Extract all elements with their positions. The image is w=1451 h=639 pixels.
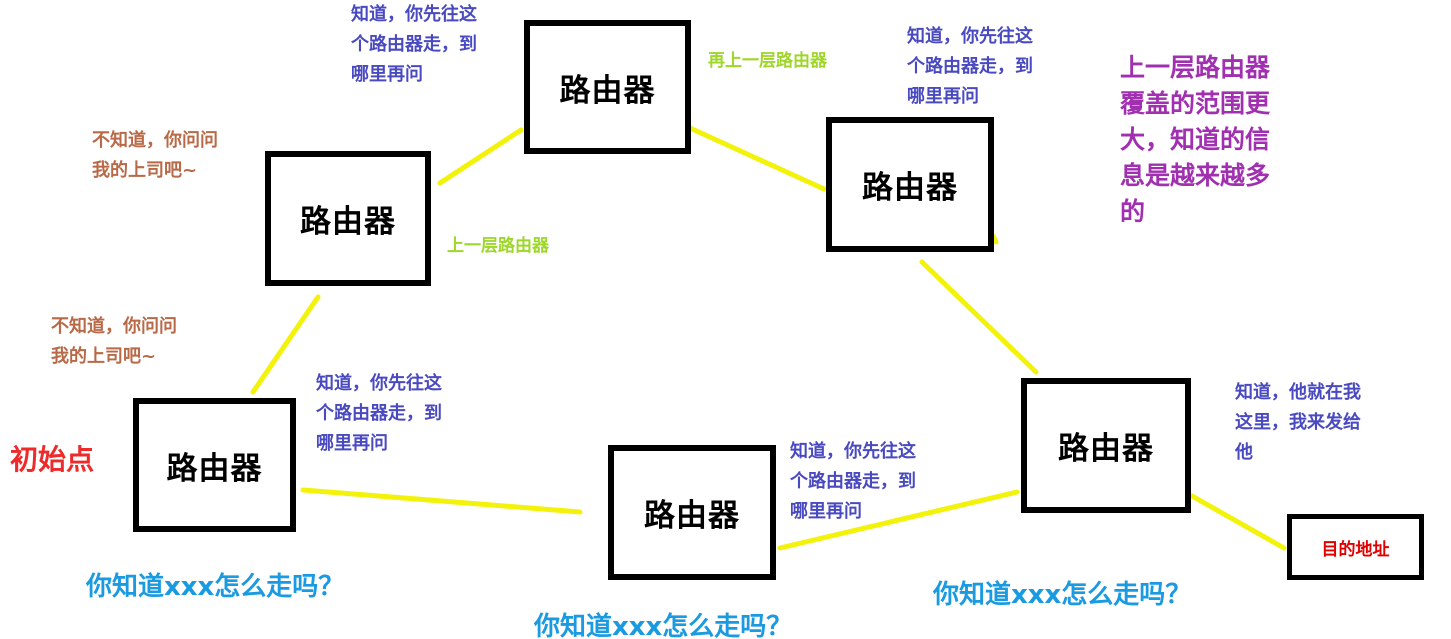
label-upper-layer: 上一层路由器 [447,236,549,256]
message-forward-top: 知道，你先往这 个路由器走，到 哪里再问 [351,4,477,85]
router-start: 路由器 [133,398,296,532]
link-lower-middle-to-lower-right [777,489,1020,551]
destination-label: 目的地址 [1321,539,1390,560]
router-lower-right: 路由器 [1021,378,1191,513]
destination-box: 目的地址 [1287,514,1424,580]
side-note: 上一层路由器 覆盖的范围更 大，知道的信 息是越来越多 的 [1120,53,1271,226]
message-ask-boss-upper: 不知道，你问问 我的上司吧~ [92,130,218,181]
message-forward-start: 知道，你先往这 个路由器走，到 哪里再问 [316,373,442,454]
link-start-to-upper-left [250,294,321,395]
router-top: 路由器 [524,20,691,154]
message-forward-lower-middle: 知道，你先往这 个路由器走，到 哪里再问 [790,441,916,522]
message-ask-boss-lower: 不知道，你问问 我的上司吧~ [51,316,177,367]
router-lower-middle: 路由器 [608,445,776,580]
question-lower-middle: 你知道xxx怎么走吗？ [534,612,793,639]
router-upper-left: 路由器 [265,151,431,286]
start-label: 初始点 [10,443,95,476]
link-top-to-upper-right [687,125,827,192]
link-lower-right-to-destination [1189,493,1287,551]
message-arrived: 知道，他就在我 这里，我来发给 他 [1235,382,1361,463]
link-upper-left-to-top [437,127,524,186]
message-forward-upper-right: 知道，你先往这 个路由器走，到 哪里再问 [907,26,1033,107]
router-upper-right: 路由器 [826,117,994,252]
link-upper-right-to-lower-right [919,259,1039,375]
link-start-to-lower-left [300,487,583,515]
question-lower-right: 你知道xxx怎么走吗？ [933,580,1192,610]
question-start: 你知道xxx怎么走吗？ [86,572,345,602]
label-upper-layer-again: 再上一层路由器 [708,51,827,71]
